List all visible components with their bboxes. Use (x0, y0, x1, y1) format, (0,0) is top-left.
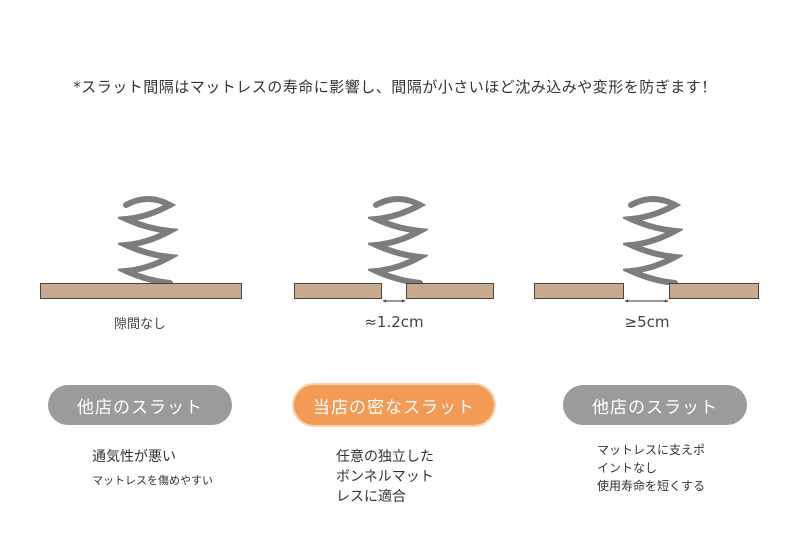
slat-board-right (406, 283, 494, 299)
description-line: レスに適合 (336, 489, 406, 505)
description: マットレスに支えポ イントなし 使用寿命を短くする (597, 441, 767, 495)
other-store-slat-badge: 他店のスラット (48, 385, 232, 425)
description: 任意の独立した ボンネルマット レスに適合 (336, 447, 516, 507)
description-line: 使用寿命を短くする (597, 479, 706, 493)
description: 通気性が悪い マットレスを傷めやすい (92, 447, 262, 491)
gap-arrow-icon (383, 299, 405, 303)
description-main: 通気性が悪い (92, 449, 176, 465)
gap-label: ≥5cm (624, 313, 670, 331)
slat-board (40, 283, 242, 299)
description-line: イントなし (597, 461, 658, 475)
spring-icon (368, 196, 428, 285)
description-sub: マットレスを傷めやすい (92, 474, 213, 487)
our-store-dense-slat-badge: 当店の密なスラット (294, 385, 494, 425)
slat-board-left (294, 283, 382, 299)
comparison-panel-dense-gap: ≈1.2cm 当店の密なスラット 任意の独立した ボンネルマット レスに適合 (280, 195, 520, 535)
slat-board-right (669, 283, 759, 299)
comparison-panel-wide-gap: ≥5cm 他店のスラット マットレスに支えポ イントなし 使用寿命を短くする (525, 195, 765, 535)
headline: *スラット間隔はマットレスの寿命に影響し、間隔が小さいほど沈み込みや変形を防ぎま… (73, 78, 717, 96)
gap-label: ≈1.2cm (364, 313, 424, 331)
spring-icon (118, 196, 178, 285)
description-line: 任意の独立した (336, 449, 434, 465)
spring-icon (623, 196, 683, 285)
gap-label: 隙間なし (113, 317, 166, 332)
description-line: マットレスに支えポ (597, 443, 706, 457)
description-line: ボンネルマット (336, 469, 434, 485)
comparison-panel-no-gap: 隙間なし 他店のスラット 通気性が悪い マットレスを傷めやすい (30, 195, 270, 535)
slat-board-left (534, 283, 624, 299)
gap-arrow-icon (625, 299, 668, 303)
other-store-slat-badge: 他店のスラット (563, 385, 747, 425)
